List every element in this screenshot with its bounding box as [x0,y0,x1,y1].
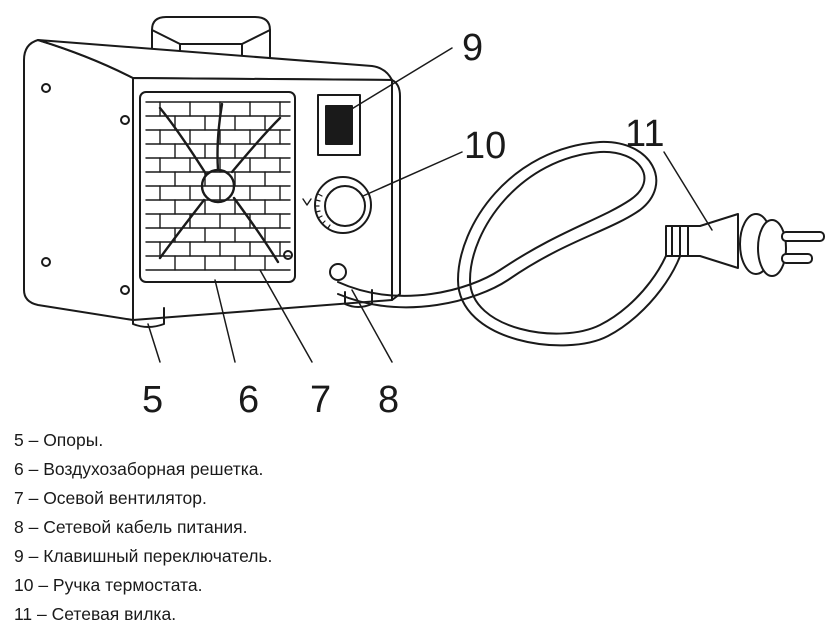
legend-item-supports: 5 – Опоры. [14,430,104,450]
callout-6: 6 [238,379,259,421]
callout-7: 7 [310,379,331,421]
legend-item-rocker-switch: 9 – Клавишный переключатель. [14,546,273,566]
callout-9: 9 [462,27,483,69]
callout-10: 10 [464,125,506,167]
legend-item-power-cable: 8 – Сетевой кабель питания. [14,517,248,537]
power-cable [329,140,685,347]
callout-8: 8 [378,379,399,421]
callout-5: 5 [142,379,163,421]
heater-illustration: 5 6 7 8 9 10 11 [23,16,825,421]
leader-lines [147,47,713,363]
power-plug [665,213,825,277]
parts-legend: 5 – Опоры. 6 – Воздухозаборная решетка. … [14,426,272,629]
legend-item-power-plug: 11 – Сетевая вилка. [14,604,177,624]
legend-item-intake-grille: 6 – Воздухозаборная решетка. [14,459,264,479]
thermostat-knob [302,176,372,234]
callout-11: 11 [625,113,664,155]
legend-item-thermostat-knob: 10 – Ручка термостата. [14,575,203,595]
legend-item-axial-fan: 7 – Осевой вентилятор. [14,488,207,508]
axial-fan [158,102,282,264]
rocker-switch [317,94,361,156]
